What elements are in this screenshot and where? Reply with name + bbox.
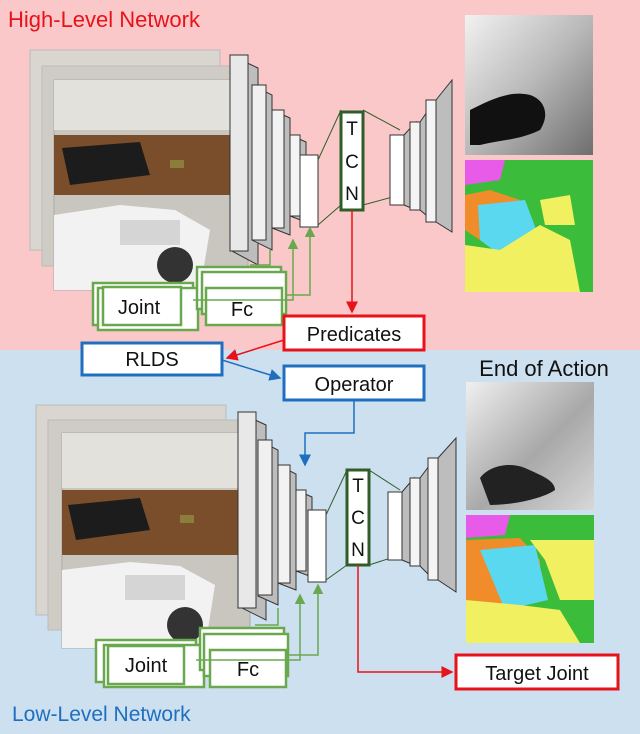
low-level-title: Low-Level Network (12, 703, 191, 726)
high-joint-label: Joint (118, 297, 161, 319)
rlds-box (80, 341, 224, 377)
low-fc-label: Fc (237, 659, 259, 681)
high-tcn-n: N (345, 184, 359, 205)
end-of-action-label: End of Action (479, 356, 609, 381)
low-encoder (237, 411, 327, 621)
low-joint-label: Joint (125, 655, 168, 677)
high-encoder (229, 54, 319, 266)
low-input-frames (35, 404, 251, 649)
high-fc-label: Fc (231, 299, 253, 321)
high-input-frames (29, 49, 249, 291)
target-joint-label: Target Joint (485, 663, 589, 685)
high-tcn-c: C (345, 152, 359, 173)
predicates-box (282, 314, 426, 352)
low-tcn-c: C (351, 508, 365, 529)
rlds-label: RLDS (125, 349, 178, 371)
low-joint-box (106, 644, 186, 686)
operator-label: Operator (315, 374, 394, 396)
high-level-title: High-Level Network (8, 7, 201, 32)
target-joint-box (454, 653, 620, 691)
low-decoder (387, 436, 457, 593)
high-decoder (389, 78, 453, 233)
low-fc-box (208, 648, 288, 689)
predicates-label: Predicates (307, 324, 402, 346)
low-tcn-n: N (351, 540, 365, 561)
high-joint-box (101, 285, 183, 327)
high-fc-box (204, 286, 284, 327)
high-tcn-t: T (346, 119, 358, 140)
low-tcn-t: T (352, 476, 364, 497)
